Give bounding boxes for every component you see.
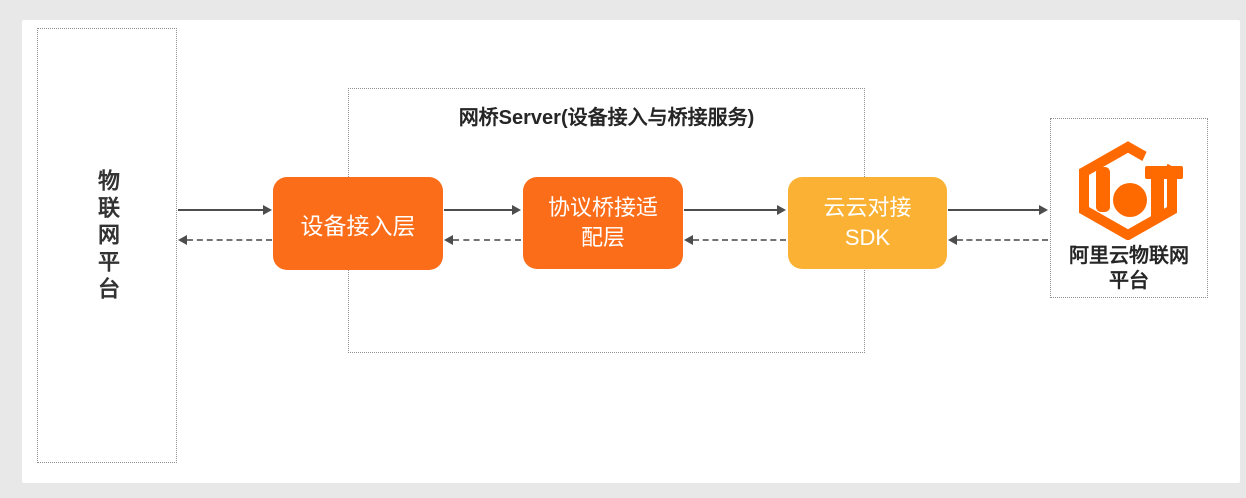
arrowhead-left-icon (684, 235, 693, 245)
arrow-dashed-aliyun-to-sdk (948, 235, 1048, 245)
arrow-dashed-sdk-to-bridge (684, 235, 786, 245)
iot-platform-label: 物联网平台 (95, 169, 120, 304)
arrow-solid-access-to-bridge (444, 205, 521, 215)
arrowhead-right-icon (1039, 205, 1048, 215)
arrowhead-right-icon (263, 205, 272, 215)
arrowhead-right-icon (777, 205, 786, 215)
arrow-dashed-access-to-platform (178, 235, 272, 245)
node-cloud-sdk: 云云对接 SDK (788, 177, 947, 269)
node-protocol-bridge-label-line2: 配层 (580, 225, 625, 250)
arrow-solid-platform-to-access (178, 205, 272, 215)
bridge-server-title: 网桥Server(设备接入与桥接服务) (458, 107, 755, 129)
aliyun-iot-logo-icon (1073, 140, 1185, 241)
arrowhead-left-icon (948, 235, 957, 245)
aliyun-platform-label-line2: 平台 (1109, 270, 1149, 292)
node-device-access-layer: 设备接入层 (273, 177, 443, 270)
aliyun-iot-platform-box: 阿里云物联网 平台 (1050, 118, 1208, 298)
node-protocol-bridge-label-line1: 协议桥接适 (547, 195, 658, 220)
arrowhead-left-icon (444, 235, 453, 245)
node-device-access-label: 设备接入层 (300, 212, 416, 239)
arrow-solid-sdk-to-aliyun (948, 205, 1048, 215)
arrow-dashed-bridge-to-access (444, 235, 521, 245)
arrow-solid-bridge-to-sdk (684, 205, 786, 215)
arrowhead-right-icon (512, 205, 521, 215)
aliyun-platform-label: 阿里云物联网 平台 (1069, 244, 1189, 294)
node-cloud-sdk-label-line2: SDK (844, 225, 891, 250)
iot-platform-box: 物联网平台 (37, 28, 177, 463)
node-cloud-sdk-label-line1: 云云对接 (823, 195, 912, 220)
arrowhead-left-icon (178, 235, 187, 245)
node-protocol-bridge-layer: 协议桥接适 配层 (523, 177, 683, 269)
aliyun-platform-label-line1: 阿里云物联网 (1069, 245, 1189, 267)
